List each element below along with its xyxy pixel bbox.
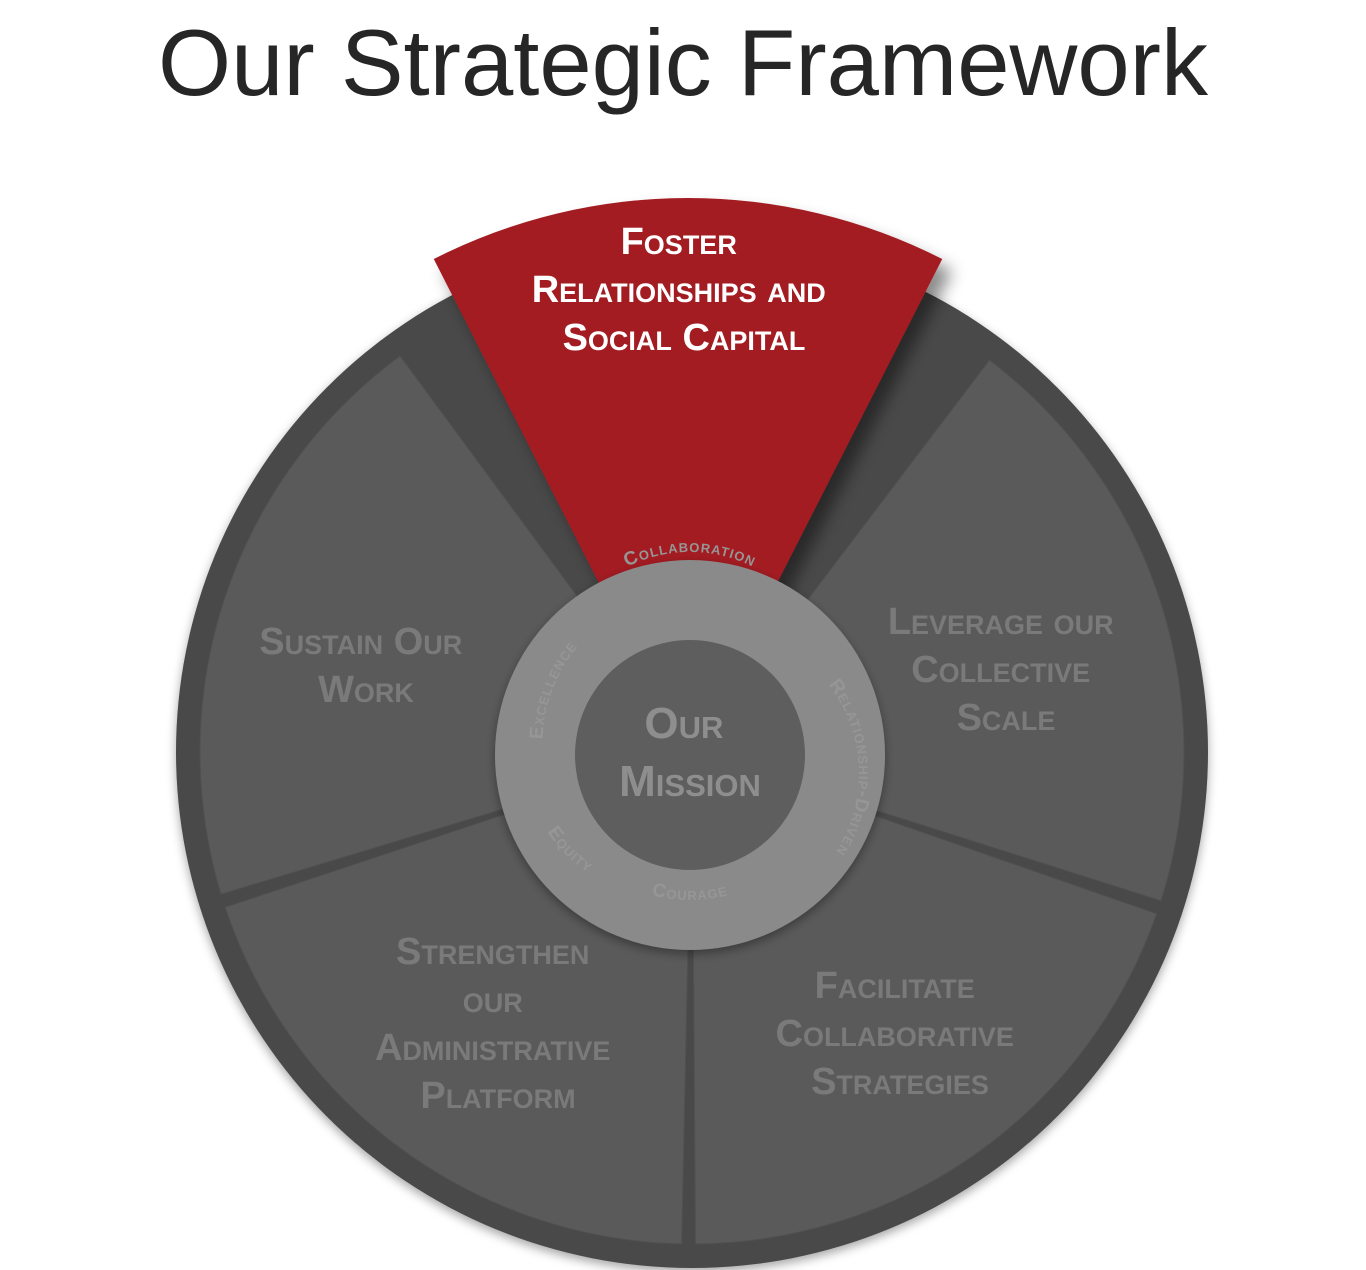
- segment-foster: [433, 198, 943, 758]
- segment-label-foster: Foster Relationships and Social Capital: [532, 221, 837, 359]
- segment-label-sustain: Sustain Our Work: [259, 621, 473, 711]
- segment-label-leverage: Leverage our Collective Scale: [888, 601, 1124, 739]
- segment-label-strengthen: Strengthen our Administrative Platform: [375, 931, 621, 1117]
- mission-label: Our Mission: [619, 699, 761, 806]
- highlight-layer: [433, 198, 943, 758]
- mission-core: [575, 640, 805, 870]
- segment-label-facilitate: Facilitate Collaborative Strategies: [776, 965, 1025, 1103]
- page-title: Our Strategic Framework: [158, 10, 1208, 115]
